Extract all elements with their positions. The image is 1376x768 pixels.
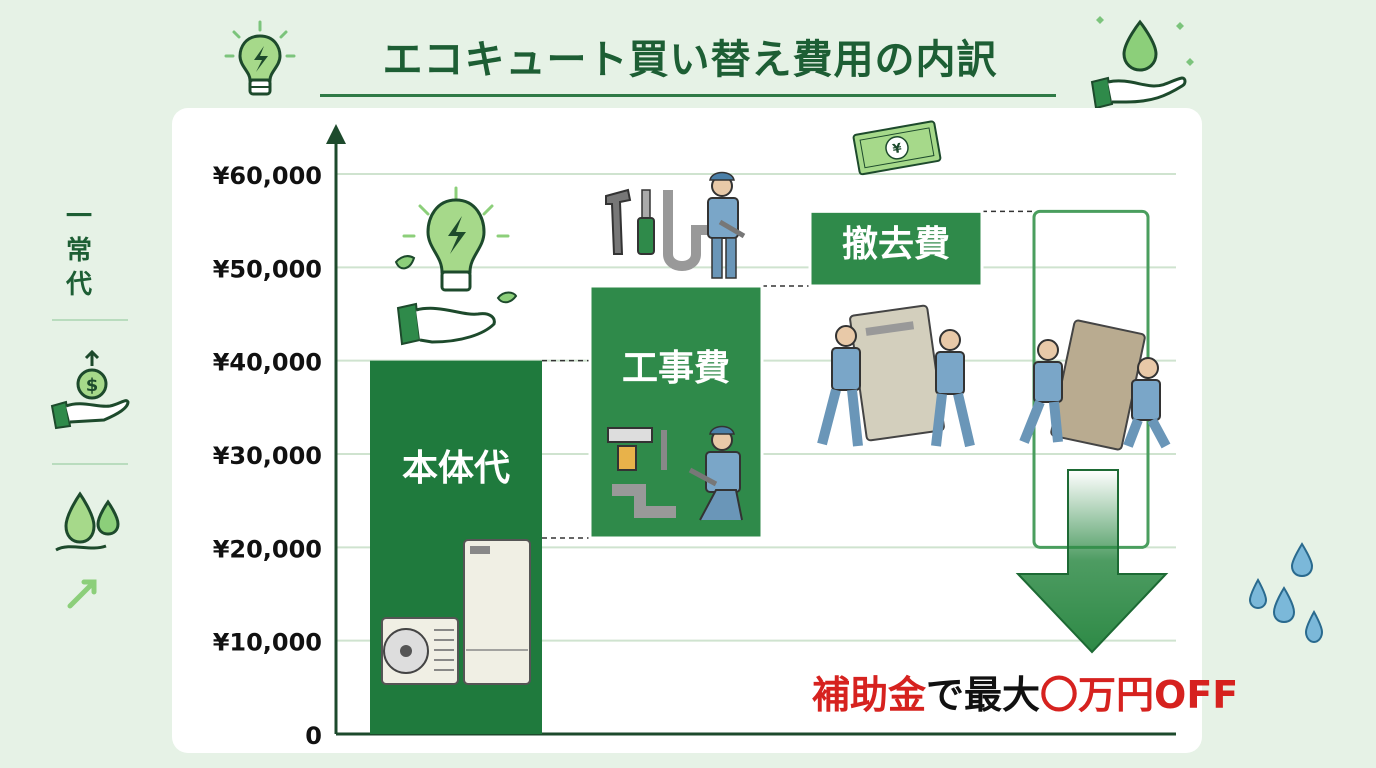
plumbing-worker-icon xyxy=(607,425,743,521)
y-tick-label: ¥40,000 xyxy=(213,349,322,377)
reduction-arrow xyxy=(1015,469,1169,654)
workers-carrying-rusty-unit-icon xyxy=(1019,319,1171,451)
subsidy-word: 補助金 xyxy=(812,673,927,717)
side-divider xyxy=(52,463,128,465)
y-tick-label: ¥20,000 xyxy=(213,535,322,563)
yen-banknote-icon: ¥ xyxy=(852,120,942,176)
money-hand-icon: $ xyxy=(50,349,130,430)
y-tick-label: ¥60,000 xyxy=(213,162,322,190)
heat-pump-unit-icon xyxy=(381,617,459,685)
bar-tekkyo xyxy=(808,209,984,288)
subsidy-middle: で最大 xyxy=(926,673,1041,717)
subsidy-amount: 〇万円OFF xyxy=(1040,673,1239,717)
water-drop-hand-icon xyxy=(1090,16,1194,110)
side-label-3: 代 xyxy=(66,270,93,300)
workers-removing-unit-icon xyxy=(817,304,975,448)
tools-worker-icon xyxy=(605,171,746,279)
title-underline xyxy=(320,94,1056,97)
side-label-1: 一 xyxy=(66,202,93,232)
svg-text:$: $ xyxy=(86,375,99,396)
y-tick-label: ¥50,000 xyxy=(213,255,322,283)
y-tick-label: ¥10,000 xyxy=(213,629,322,657)
rain-drops-icon xyxy=(1248,542,1324,644)
water-heater-tank-icon xyxy=(463,539,531,685)
side-divider xyxy=(52,319,128,321)
bar-label-kouji: 工事費 xyxy=(622,348,730,389)
subsidy-note: 補助金で最大〇万円OFF xyxy=(812,670,1332,720)
side-label-2: 常 xyxy=(66,236,93,266)
y-tick-label: 0 xyxy=(305,722,322,750)
bar-label-tekkyo: 撤去費 xyxy=(842,224,950,265)
svg-text:¥: ¥ xyxy=(891,141,903,157)
y-axis-arrow xyxy=(326,124,346,144)
eco-lightbulb-hand-icon xyxy=(394,186,518,346)
water-drops-icon xyxy=(55,491,120,609)
lightbulb-icon xyxy=(224,20,296,96)
page-title: エコキュート買い替え費用の内訳 xyxy=(382,37,998,83)
bar-label-honntai: 本体代 xyxy=(402,448,510,489)
y-tick-label: ¥30,000 xyxy=(213,442,322,470)
